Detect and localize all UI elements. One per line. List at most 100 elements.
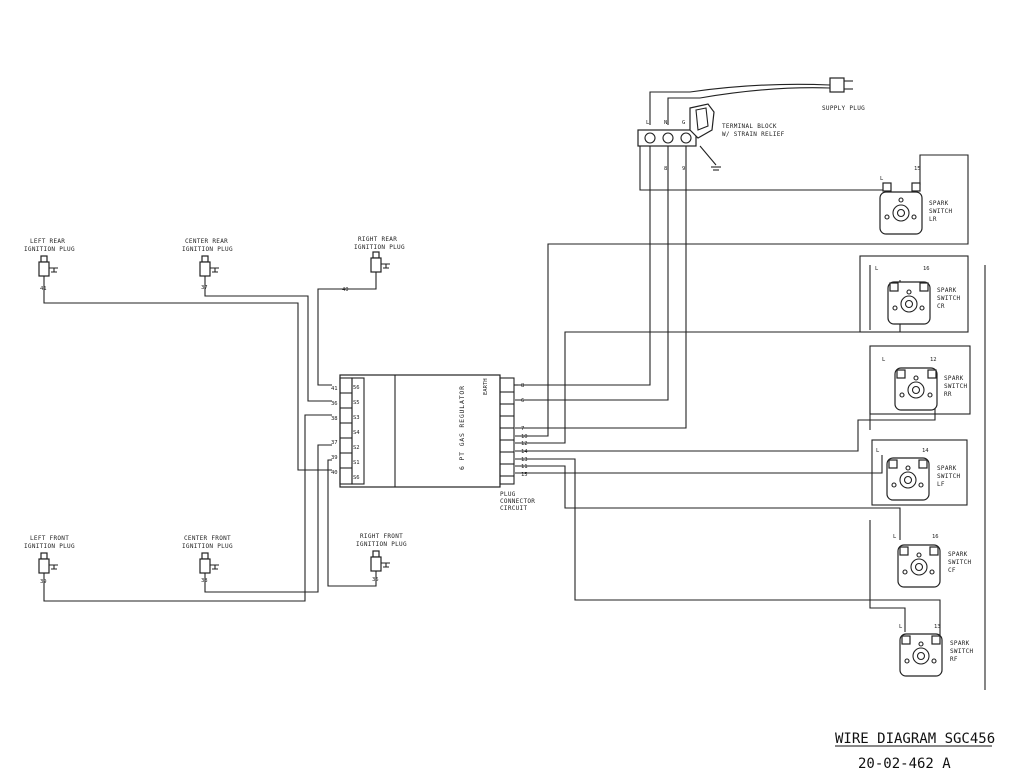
plug-connector-label-3: CIRCUIT [500, 505, 527, 512]
diagram-title: WIRE DIAGRAM SGC456 [835, 731, 995, 747]
spark-plug-icon [38, 255, 58, 290]
reg-pin-6: S1 [353, 460, 360, 466]
regulator-label: 6 PT GAS REGULATOR [458, 385, 466, 470]
ignition-plug-right-front: RIGHT FRONT IGNITION PLUG 36 [356, 533, 407, 583]
terminal-n: N [664, 120, 667, 126]
switch-cf-line2: SWITCH [948, 559, 972, 566]
supply-section: SUPPLY PLUG L N G TERMINAL BLOCK W/ STRA… [637, 77, 865, 172]
switch-rr-num: 12 [930, 357, 937, 363]
svg-text:LEFT FRONT: LEFT FRONT [30, 535, 69, 542]
reg-pin-7: S6 [353, 475, 360, 481]
drawing-number: 20-02-462 A [858, 756, 951, 772]
switch-cr-l: L [875, 266, 879, 272]
reg-left-wire-5: 39 [331, 455, 338, 461]
reg-right-wire-8: 11 [521, 464, 528, 470]
switch-rr-line1: SPARK [944, 375, 964, 382]
switch-lr-l: L [880, 176, 884, 182]
reg-right-wire-9: 15 [521, 472, 528, 478]
strain-relief-label: W/ STRAIN RELIEF [722, 131, 785, 138]
terminal-l: L [646, 120, 650, 126]
ignition-plug-left-front: LEFT FRONT IGNITION PLUG 39 [24, 535, 75, 585]
switch-rr-line2: SWITCH [944, 383, 968, 390]
plug-connector-label-2: CONNECTOR [500, 498, 535, 505]
spark-switch-cr [859, 255, 969, 333]
svg-text:IGNITION PLUG: IGNITION PLUG [354, 244, 405, 251]
switch-rf-line1: SPARK [950, 640, 970, 647]
svg-text:36: 36 [372, 577, 379, 583]
switch-rf-num: 13 [934, 624, 941, 630]
svg-text:IGNITION PLUG: IGNITION PLUG [24, 246, 75, 253]
switch-lr-line1: SPARK [929, 200, 949, 207]
wire-num-9: 9 [682, 166, 685, 172]
svg-text:RIGHT REAR: RIGHT REAR [358, 236, 397, 243]
switch-lr-line3: LR [929, 216, 937, 223]
spark-switch-lf [871, 439, 968, 506]
switch-rr-line3: RR [944, 391, 952, 398]
reg-right-wire-7: 13 [521, 457, 528, 463]
reg-pin-2: S5 [353, 400, 360, 406]
switch-lf-line1: SPARK [937, 465, 957, 472]
switch-cr-line1: SPARK [937, 287, 957, 294]
switch-rf-line3: RF [950, 656, 958, 663]
reg-right-wire-5: 12 [521, 441, 528, 447]
svg-text:41: 41 [40, 286, 47, 292]
switch-cr-line3: CR [937, 303, 945, 310]
reg-right-wire-3: 7 [521, 426, 524, 432]
switch-lf-l: L [876, 448, 880, 454]
spark-plug-icon [38, 552, 58, 585]
svg-text:RIGHT FRONT: RIGHT FRONT [360, 533, 403, 540]
ignition-plug-left-rear: LEFT REAR IGNITION PLUG 41 [24, 238, 75, 292]
reg-pin-1: 56 [353, 385, 360, 391]
svg-text:39: 39 [40, 579, 47, 585]
reg-pin-4: S4 [353, 430, 360, 436]
reg-pin-5: S2 [353, 445, 360, 451]
svg-text:IGNITION PLUG: IGNITION PLUG [24, 543, 75, 550]
reg-left-wire-6: 40 [331, 470, 338, 476]
terminal-block [637, 103, 715, 147]
gas-regulator [339, 374, 518, 488]
spark-switch-cf [897, 544, 941, 588]
spark-plug-icon [370, 550, 390, 580]
reg-right-wire-2: 6 [521, 398, 524, 404]
reg-right-wire-1: 8 [521, 383, 524, 389]
switch-rf-l: L [899, 624, 903, 630]
switch-lf-num: 14 [922, 448, 929, 454]
svg-text:CENTER REAR: CENTER REAR [185, 238, 228, 245]
spark-plug-icon [370, 251, 390, 276]
spark-switch-lr [879, 182, 923, 235]
switch-cf-l: L [893, 534, 897, 540]
ignition-plug-center-front: CENTER FRONT IGNITION PLUG 38 [182, 535, 233, 584]
svg-text:37: 37 [201, 285, 208, 291]
wire-num-8: 8 [664, 166, 667, 172]
terminal-block-label: TERMINAL BLOCK [722, 123, 777, 130]
reg-left-wire-1: 41 [331, 386, 338, 392]
svg-text:IGNITION PLUG: IGNITION PLUG [182, 246, 233, 253]
switch-lf-line2: SWITCH [937, 473, 961, 480]
svg-text:CENTER FRONT: CENTER FRONT [184, 535, 231, 542]
svg-text:40: 40 [342, 287, 349, 293]
reg-right-wire-6: 14 [521, 449, 528, 455]
svg-text:38: 38 [201, 578, 208, 584]
supply-plug-label: SUPPLY PLUG [822, 105, 865, 112]
reg-left-wire-3: 38 [331, 416, 338, 422]
switch-lr-num: 15 [914, 166, 921, 172]
switch-cr-line2: SWITCH [937, 295, 961, 302]
switch-cf-num: 16 [932, 534, 939, 540]
plug-connector-label-1: PLUG [500, 491, 516, 498]
reg-right-wire-4: 10 [521, 434, 528, 440]
switch-lf-line3: LF [937, 481, 945, 488]
switch-rf-line2: SWITCH [950, 648, 974, 655]
spark-plug-icon [199, 255, 219, 288]
ignition-plug-center-rear: CENTER REAR IGNITION PLUG 37 [182, 238, 233, 291]
switch-cr-num: 16 [923, 266, 930, 272]
switch-cf-line1: SPARK [948, 551, 968, 558]
earth-label: EARTH [483, 378, 489, 395]
spark-plug-icon [199, 552, 219, 580]
spark-switch-rf [899, 633, 943, 677]
terminal-g: G [682, 120, 685, 126]
reg-left-wire-4: 37 [331, 440, 338, 446]
ground-icon [699, 145, 721, 171]
switch-lr-line2: SWITCH [929, 208, 953, 215]
svg-text:IGNITION PLUG: IGNITION PLUG [182, 543, 233, 550]
